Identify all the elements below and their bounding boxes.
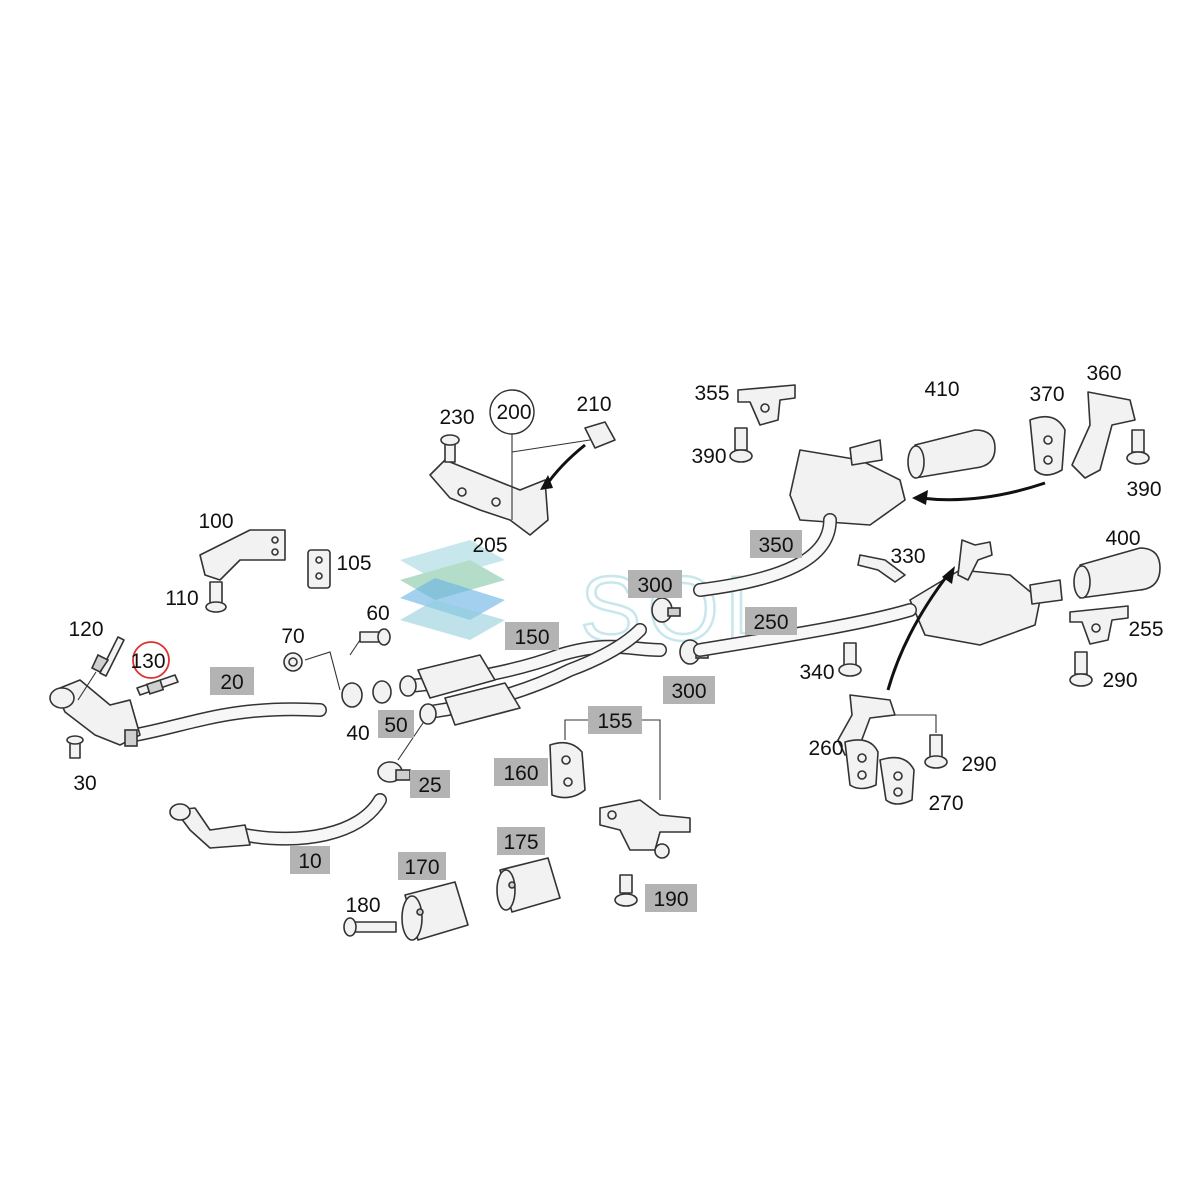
label-360: 360 [1086,362,1121,385]
label-355: 355 [694,382,729,405]
label-330: 330 [890,545,925,568]
label-350: 350 [758,534,793,557]
label-120: 120 [68,618,103,641]
gasket-icon [283,652,303,672]
rubber-hanger-icon [1069,605,1129,645]
label-50: 50 [384,714,407,737]
bracket-105-icon [307,549,331,589]
rear-pipe-350 [693,513,837,597]
rear-pipe-250 [693,603,917,657]
label-255: 255 [1128,618,1163,641]
label-160: 160 [503,762,538,785]
tailpipe-tip-icon [1073,547,1161,599]
label-175: 175 [503,831,538,854]
bolt-icon [1126,429,1150,465]
bracket-icon [1071,391,1136,479]
label-300-upper: 300 [637,574,672,597]
bracket-icon [957,539,993,581]
label-150: 150 [514,626,549,649]
heat-shield-icon [429,459,549,536]
label-180: 180 [345,894,380,917]
bolt-icon [924,734,948,769]
label-290-lower: 290 [961,753,996,776]
oxygen-sensor-icon [136,674,179,696]
middle-pipe-150 [399,623,667,726]
label-20: 20 [220,671,243,694]
bolt-icon [66,735,84,759]
label-270: 270 [928,792,963,815]
label-210: 210 [576,393,611,416]
label-390-right: 390 [1126,478,1161,501]
label-290-right: 290 [1102,669,1137,692]
label-370: 370 [1029,383,1064,406]
bolt-icon [440,434,460,463]
rubber-hanger-icon [737,384,796,426]
label-170: 170 [404,856,439,879]
bolt-icon [838,642,862,677]
label-25: 25 [418,774,441,797]
bolt-icon [1069,651,1093,687]
oxygen-sensor-icon [77,636,125,701]
label-260: 260 [808,737,843,760]
callout-circle-130 [132,641,170,679]
label-400: 400 [1105,527,1140,550]
label-300-lower: 300 [671,680,706,703]
strap-icon [857,554,906,583]
bracket-icon [199,529,286,581]
label-100: 100 [198,510,233,533]
mount-bushing-icon [401,881,469,941]
label-highlights [210,530,802,912]
label-60: 60 [366,602,389,625]
label-340: 340 [799,661,834,684]
label-40: 40 [346,722,369,745]
catalytic-converter-icon [49,679,141,747]
muffler-icon [789,439,906,526]
label-410: 410 [924,378,959,401]
label-200: 200 [496,401,531,424]
clamp-icon [341,680,392,708]
tailpipe-tip-icon [907,429,996,479]
label-155: 155 [597,710,632,733]
label-130: 130 [130,650,165,673]
front-pipe-20 [128,702,327,742]
bolt-icon [205,581,227,613]
label-390-left: 390 [691,445,726,468]
label-70: 70 [281,625,304,648]
label-110: 110 [165,587,198,610]
clip-nut-icon [584,421,616,449]
clamp-icon [651,597,681,623]
label-205: 205 [472,534,507,557]
part-labels: 20 50 25 10 150 155 160 170 175 190 300 … [68,362,1163,917]
bolt-icon [343,917,397,937]
bolt-icon [729,427,753,463]
clamp-icon [377,761,411,783]
label-190: 190 [653,888,688,911]
muffler-icon [909,569,1063,646]
mount-bushing-icon [496,857,561,913]
label-230: 230 [439,406,474,429]
rubber-hanger-icon [1029,415,1066,476]
front-pipe-10 [169,793,387,849]
label-105: 105 [336,552,371,575]
rubber-hanger-icon [549,741,586,799]
label-10: 10 [298,850,321,873]
label-30: 30 [73,772,96,795]
rubber-hanger-icon [844,739,879,790]
label-250: 250 [753,611,788,634]
bolt-icon [614,874,638,907]
bracket-icon [599,799,691,859]
bolt-icon [359,628,391,646]
rubber-hanger-icon [879,756,915,805]
